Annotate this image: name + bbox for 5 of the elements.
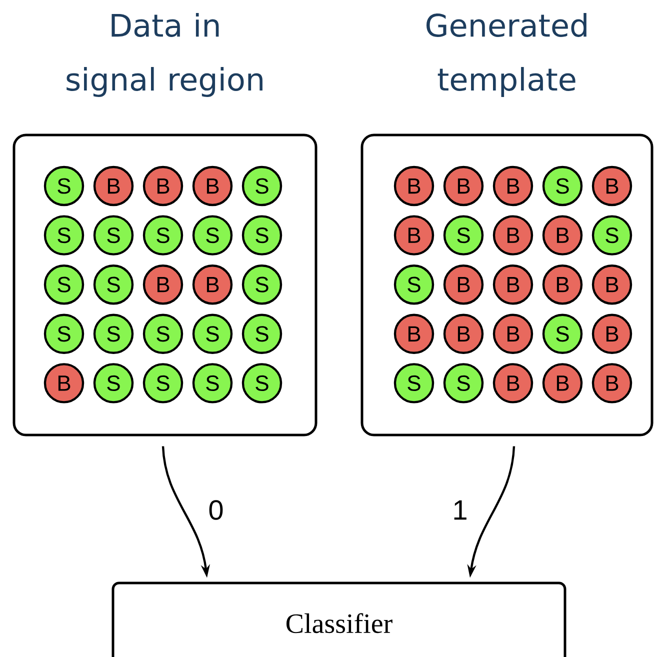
edge-label: 1	[451, 499, 469, 521]
panel-heading: Generated template	[426, 13, 586, 97]
edge-label: 0	[207, 499, 225, 521]
panel-heading: Data in signal region	[66, 13, 262, 97]
classifier-box: Classifier	[112, 582, 566, 657]
